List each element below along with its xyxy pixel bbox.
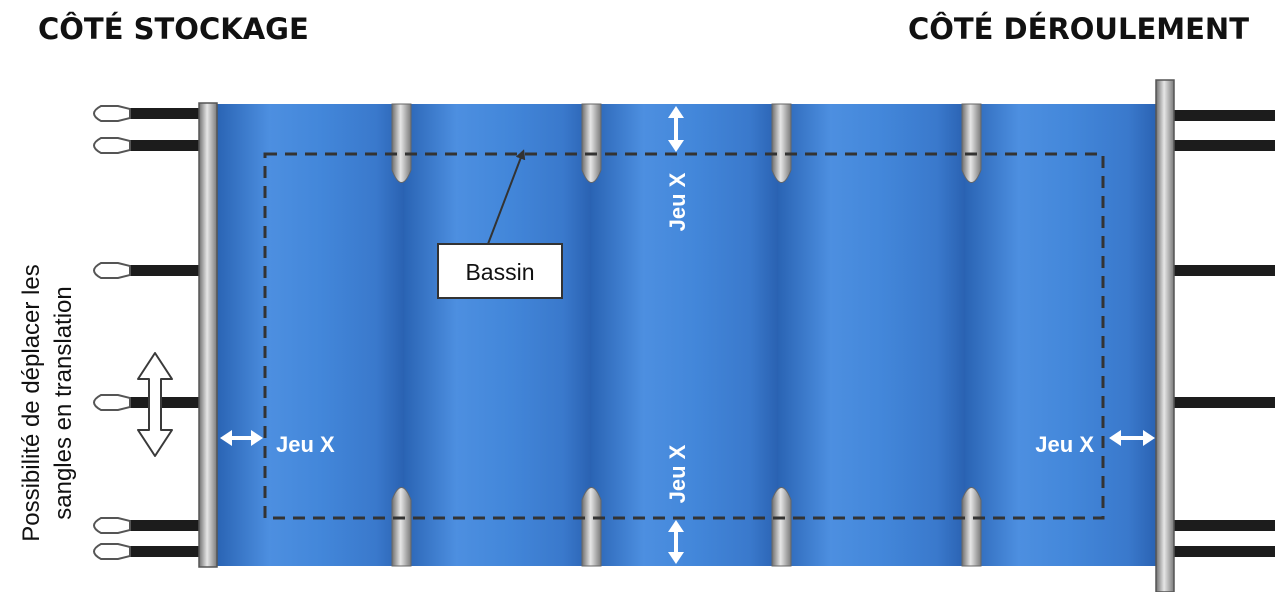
- tube-tips: [391, 103, 982, 567]
- tube-tip: [581, 103, 602, 183]
- straps-right: [1174, 110, 1275, 557]
- gap-label-bottom: Jeu X: [665, 444, 690, 503]
- tube-tip: [961, 103, 982, 183]
- strap-translation-arrow-icon: [137, 352, 173, 457]
- buckle-icon: [93, 105, 131, 122]
- gap-label-right: Jeu X: [1035, 432, 1094, 457]
- cover-panel-1: [217, 104, 404, 566]
- tube-tip: [391, 103, 412, 183]
- tube-tip: [771, 103, 792, 183]
- cover-panel-3: [591, 104, 778, 566]
- tube-tip: [391, 487, 412, 567]
- pool-callout-pointer: [487, 149, 526, 245]
- buckle-icon: [93, 394, 131, 411]
- buckle-icon: [93, 262, 131, 279]
- pool-callout-label: Bassin: [465, 259, 534, 285]
- tube-tip: [961, 487, 982, 567]
- tube-tip: [771, 487, 792, 567]
- cover-panel-2: [404, 104, 591, 566]
- title-storage-side: CÔTÉ STOCKAGE: [38, 12, 309, 46]
- buckle-icon: [93, 517, 131, 534]
- tube-tip: [581, 487, 602, 567]
- cover-panel-4: [778, 104, 965, 566]
- buckle-icon: [93, 137, 131, 154]
- pool-outline: [263, 152, 1105, 520]
- pool-callout-box: [437, 243, 563, 299]
- gap-arrows: [220, 106, 1155, 564]
- unrolling-bar: [1155, 79, 1175, 592]
- gap-label-top: Jeu X: [665, 172, 690, 231]
- gap-label-left: Jeu X: [276, 432, 335, 457]
- pool-cover: [217, 104, 1157, 566]
- straps-left: [130, 108, 200, 557]
- cover-panel-5: [965, 104, 1157, 566]
- storage-bar: [198, 102, 218, 568]
- strap-buckles: [93, 105, 131, 560]
- title-unrolling-side: CÔTÉ DÉROULEMENT: [907, 12, 1249, 46]
- buckle-icon: [93, 543, 131, 560]
